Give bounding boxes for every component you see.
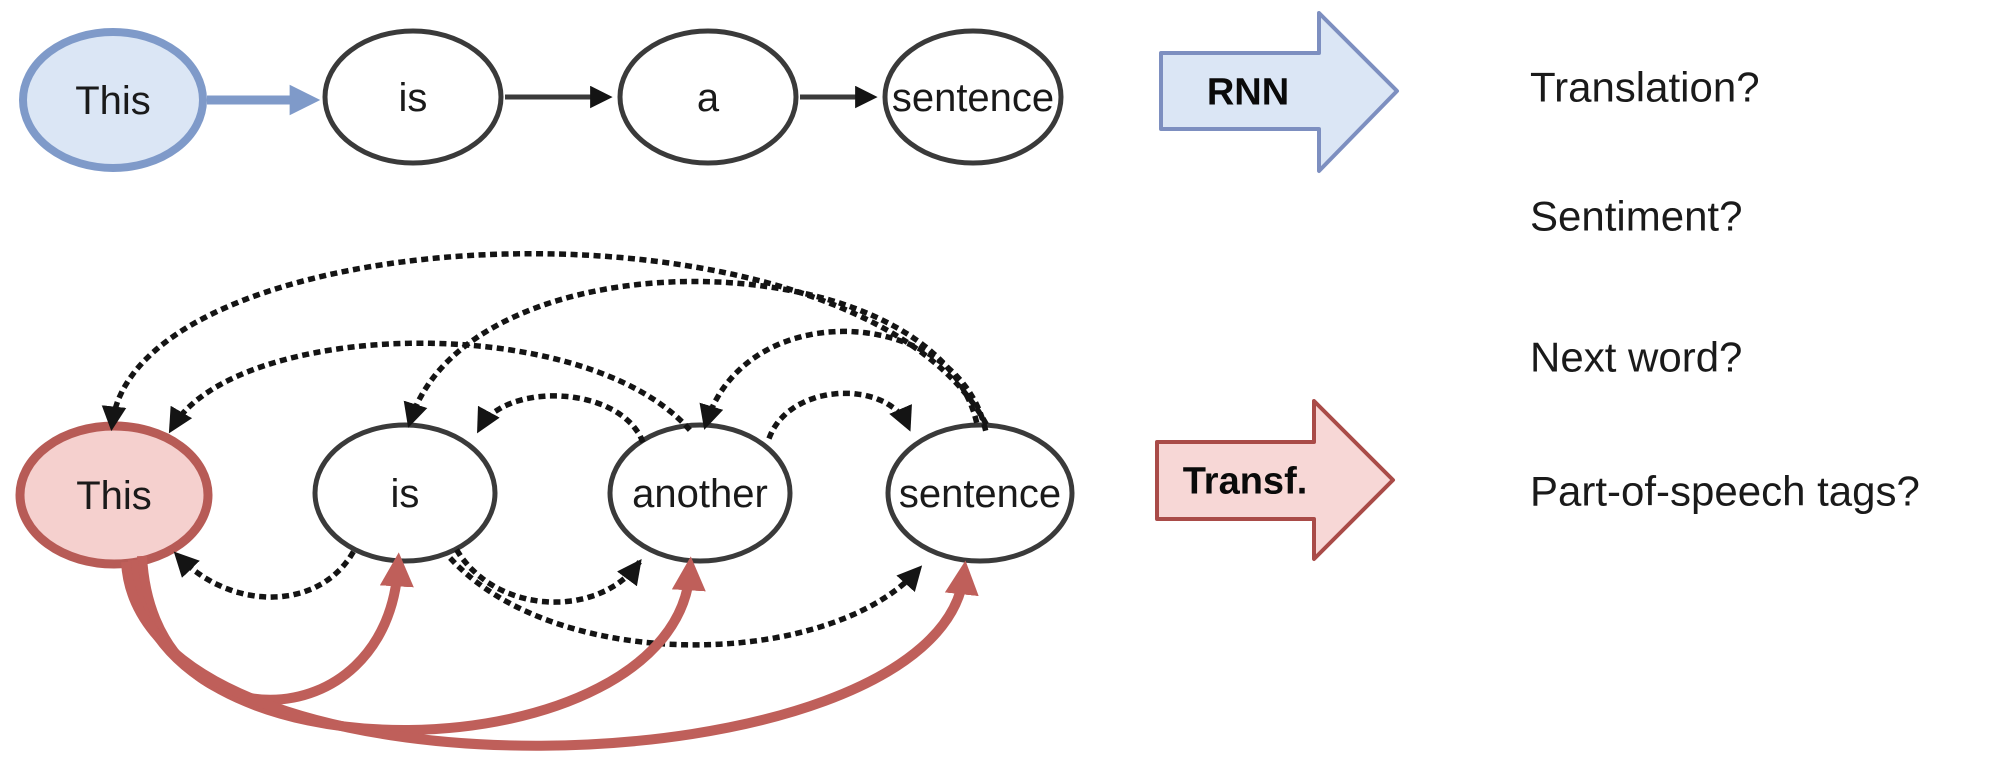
transformer-diagram: This is another sentence (15, 250, 1075, 751)
attention-arc-another-to-this (168, 340, 692, 434)
transformer-node-is-label: is (391, 472, 420, 516)
attention-arc-sentence-to-this (101, 250, 989, 432)
rnn-node-sentence-shape (882, 28, 1064, 166)
attention-arc-another-to-sentence (766, 390, 912, 440)
transformer-node-sentence-label: sentence (899, 472, 1061, 516)
rnn-node-this-shape (19, 28, 207, 172)
transformer-node-this: This (15, 421, 213, 569)
attention-arc-sentence-to-another (699, 328, 989, 432)
rnn-node-this-label: This (75, 79, 151, 123)
rnn-big-arrow-shape (1159, 11, 1399, 173)
rnn-node-is: is (322, 28, 504, 166)
task-label-sentiment: Sentiment? (1530, 193, 1742, 240)
rnn-big-arrow: RNN (1159, 11, 1399, 173)
transformer-node-sentence-shape (885, 422, 1075, 564)
rnn-node-is-label: is (399, 76, 428, 120)
rnn-node-is-shape (322, 28, 504, 166)
transformer-big-arrow: Transf. (1155, 399, 1395, 561)
rnn-node-a-label: a (697, 76, 720, 120)
transformer-node-another: another (607, 422, 793, 564)
attention-arc-is-to-another (454, 548, 642, 605)
attention-arc-is-to-sentence (448, 556, 923, 648)
transformer-big-arrow-shape (1155, 399, 1395, 561)
task-label-translation: Translation? (1530, 64, 1760, 111)
rnn-node-a-shape (617, 28, 799, 166)
attention-arc-this-to-sentence (121, 560, 979, 751)
transformer-node-is: is (312, 422, 498, 564)
rnn-node-this: This (19, 28, 207, 172)
attention-arc-another-to-is (476, 393, 646, 444)
attention-arc-sentence-to-is (403, 278, 980, 428)
rnn-node-a: a (617, 28, 799, 166)
rnn-sequence-diagram: This is a sentence (19, 28, 1064, 172)
rnn-node-sentence-label: sentence (892, 76, 1054, 120)
transformer-node-this-label: This (76, 474, 152, 518)
transformer-node-sentence: sentence (885, 422, 1075, 564)
rnn-big-arrow-label: RNN (1207, 71, 1289, 113)
transformer-big-arrow-label: Transf. (1183, 460, 1308, 502)
task-label-pos-tags: Part-of-speech tags? (1530, 468, 1920, 515)
transformer-node-another-label: another (632, 472, 768, 516)
attention-arc-this-to-is (137, 552, 414, 705)
task-list: Translation? Sentiment? Next word? Part-… (1530, 64, 1920, 515)
rnn-node-sentence: sentence (882, 28, 1064, 166)
task-label-next-word: Next word? (1530, 334, 1742, 381)
attention-arc-is-to-this (173, 550, 356, 600)
